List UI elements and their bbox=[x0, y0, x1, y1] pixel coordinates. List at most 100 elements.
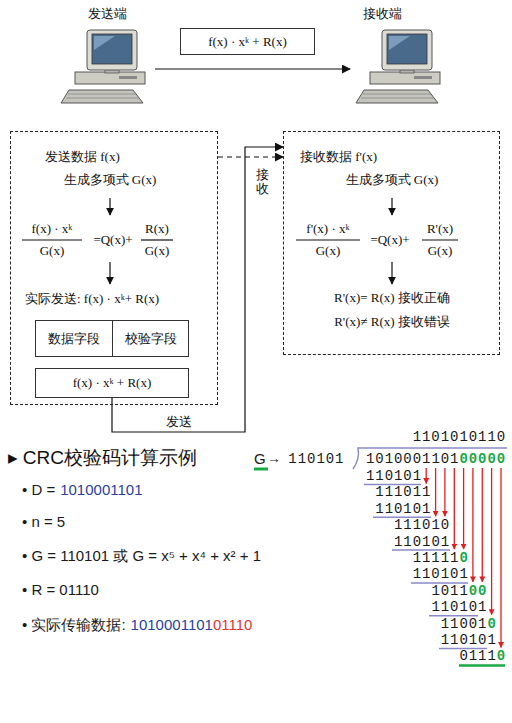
message-box: f(x) · xᵏ + R(x) bbox=[180, 28, 315, 55]
bring-down-arrow bbox=[454, 468, 455, 549]
division-row: 110101 bbox=[413, 566, 469, 582]
bullet-item: • n = 5 bbox=[22, 512, 65, 532]
computer-icon bbox=[350, 6, 450, 108]
highlight-underline bbox=[254, 468, 268, 471]
division-row: 110101 bbox=[441, 632, 497, 648]
fraction-bar bbox=[422, 239, 458, 240]
bring-down-arrow bbox=[463, 468, 464, 549]
message-text: f(x) · xᵏ + R(x) bbox=[208, 34, 287, 50]
division-row: 110101 bbox=[366, 468, 422, 484]
fraction-denominator: G(x) bbox=[316, 243, 341, 259]
keyboard bbox=[61, 90, 143, 103]
fraction-numerator: R(x) bbox=[145, 221, 169, 237]
step-text: 实际发送: f(x) · xᵏ+ R(x) bbox=[25, 291, 159, 307]
computer-case bbox=[75, 72, 145, 84]
device-label: 发送端 bbox=[88, 6, 127, 22]
fraction-numerator: f(x) · xᵏ bbox=[32, 221, 73, 237]
receiver-panel: 接收数据 f'(x) 生成多项式 G(x) f'(x) · xᵏ G(x) =Q(x)+… bbox=[283, 131, 500, 355]
fraction-numerator: R'(x) bbox=[427, 221, 453, 237]
keyboard bbox=[356, 90, 438, 103]
monitor-body bbox=[382, 30, 432, 70]
crc-value: 01110 bbox=[213, 615, 253, 635]
remainder: 0111 bbox=[459, 648, 496, 664]
monitor-body bbox=[87, 30, 137, 70]
bring-down-arrow bbox=[482, 468, 483, 582]
result-text: R'(x)= R(x) 接收正确 bbox=[334, 290, 450, 306]
flow-arrow bbox=[109, 198, 110, 215]
bring-down-arrow bbox=[444, 468, 445, 516]
brought-down-digit: 0 bbox=[459, 550, 468, 566]
bullet-item: • R = 01110 bbox=[22, 580, 99, 600]
field-box: 校验字段 bbox=[112, 320, 189, 357]
flow-arrow bbox=[391, 198, 392, 215]
division-row: 111011 bbox=[375, 484, 431, 500]
step-text: 生成多项式 G(x) bbox=[64, 172, 157, 188]
fraction-bar bbox=[22, 239, 82, 240]
computer-icon bbox=[55, 6, 155, 108]
brought-down-digit: 00 bbox=[469, 583, 488, 599]
fraction-bar bbox=[296, 239, 360, 240]
field-text: 校验字段 bbox=[125, 331, 177, 347]
division-row: 11001 bbox=[441, 616, 488, 632]
division-row: 110101 bbox=[375, 501, 431, 517]
division-row: 1011 bbox=[431, 583, 468, 599]
device-label: 接收端 bbox=[363, 6, 402, 22]
step-text: 生成多项式 G(x) bbox=[346, 172, 439, 188]
dashed-arrow bbox=[218, 156, 283, 157]
brought-down-digit: 0 bbox=[487, 616, 496, 632]
dividend: 1010001101 bbox=[366, 451, 459, 467]
division-bracket bbox=[353, 448, 507, 469]
monitor-screen bbox=[92, 34, 132, 64]
bring-down-arrow bbox=[435, 468, 436, 516]
step-text: 发送数据 f(x) bbox=[45, 149, 120, 165]
disk-slot bbox=[414, 76, 432, 79]
edge-label: 发送 bbox=[164, 414, 194, 430]
disk-slot bbox=[119, 76, 137, 79]
receiver-computer: 接收端 bbox=[350, 6, 450, 108]
bullet-item: • D = bbox=[22, 480, 55, 500]
monitor-screen bbox=[387, 34, 427, 64]
bring-down-arrow bbox=[491, 468, 492, 615]
equation-text: =Q(x)+ bbox=[370, 232, 409, 248]
result-text: R'(x)≠ R(x) 接收错误 bbox=[334, 314, 450, 330]
screen-glare bbox=[94, 36, 115, 50]
bullet-item: • G = 110101 或 G = x⁵ + x⁴ + x² + 1 bbox=[22, 546, 261, 566]
field-text: 数据字段 bbox=[48, 331, 100, 347]
keyboard-keys bbox=[361, 94, 434, 98]
generator-symbol: G bbox=[254, 449, 266, 469]
division-row: 110101 bbox=[394, 534, 450, 550]
computer-case bbox=[370, 72, 440, 84]
screen-glare bbox=[389, 36, 410, 50]
flow-arrow bbox=[109, 262, 110, 284]
equation-text: =Q(x)+ bbox=[93, 232, 132, 248]
division-row: 111010 bbox=[394, 517, 450, 533]
sender-panel: 发送数据 f(x) 生成多项式 G(x) f(x) · xᵏ G(x) =Q(x)+ R(… bbox=[10, 131, 218, 405]
data-value: 1010001101 bbox=[131, 615, 213, 635]
frame-text: f(x) · xᵏ + R(x) bbox=[73, 375, 152, 391]
data-value: 1010001101 bbox=[60, 480, 142, 500]
frame-box: f(x) · xᵏ + R(x) bbox=[35, 368, 189, 398]
quotient: 1101010110 bbox=[413, 429, 506, 445]
sender-computer: 发送端 bbox=[55, 6, 155, 108]
highlight-underline bbox=[459, 664, 505, 667]
keyboard-keys bbox=[66, 94, 139, 98]
fraction-bar bbox=[141, 239, 173, 240]
fraction-denominator: G(x) bbox=[40, 243, 65, 259]
fraction-denominator: G(x) bbox=[428, 243, 453, 259]
section-title: ▸ CRC校验码计算示例 bbox=[8, 446, 197, 470]
divisor: → 110101 bbox=[270, 451, 345, 467]
fraction-numerator: f'(x) · xᵏ bbox=[306, 221, 349, 237]
bring-down-arrow bbox=[500, 468, 501, 647]
connector-arrow bbox=[155, 68, 350, 69]
vertical-label: 接收 bbox=[256, 168, 269, 197]
step-text: 接收数据 f'(x) bbox=[300, 149, 377, 165]
division-row: 11111 bbox=[413, 550, 460, 566]
appended-zeros: 00000 bbox=[459, 451, 506, 467]
bring-down-arrow bbox=[426, 468, 427, 483]
division-row: 110101 bbox=[431, 599, 487, 615]
fraction-denominator: G(x) bbox=[145, 243, 170, 259]
flow-arrow bbox=[391, 262, 392, 284]
bullet-item: • 实际传输数据: bbox=[22, 615, 126, 635]
bring-down-arrow bbox=[472, 468, 473, 582]
